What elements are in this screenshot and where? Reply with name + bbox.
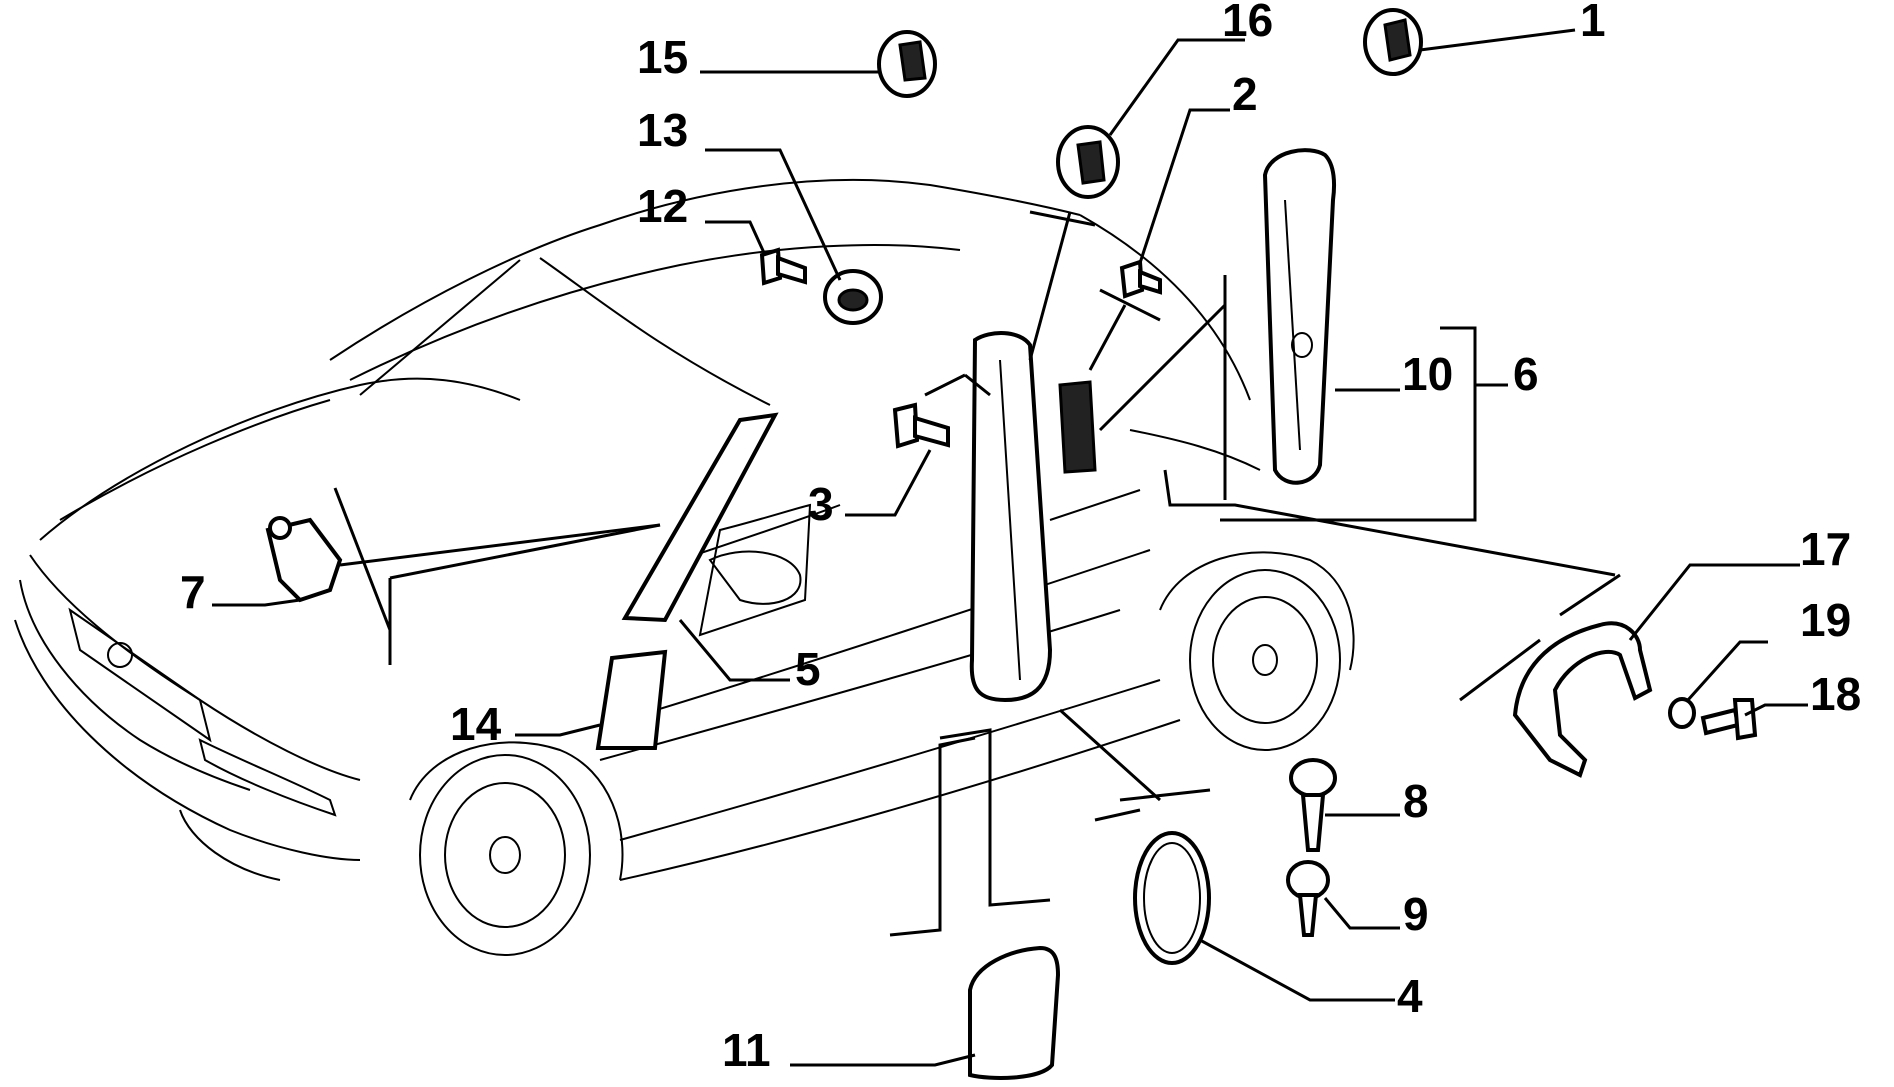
callout-8: 8 bbox=[1403, 775, 1429, 827]
part-18-bolt bbox=[1700, 698, 1758, 741]
part-16-cap bbox=[1056, 125, 1120, 199]
part-14-label bbox=[595, 649, 668, 750]
part-4-pad bbox=[1133, 831, 1211, 965]
callout-14: 14 bbox=[450, 698, 502, 750]
callout-1: 1 bbox=[1580, 0, 1606, 46]
callout-11: 11 bbox=[722, 1024, 771, 1076]
part-17-grab-handle bbox=[1512, 621, 1653, 778]
callout-16: 16 bbox=[1222, 0, 1273, 46]
part-1-cap bbox=[1363, 8, 1423, 76]
callout-15: 15 bbox=[637, 31, 688, 83]
part-3-screw bbox=[892, 402, 950, 449]
callout-13: 13 bbox=[637, 104, 688, 156]
callout-18: 18 bbox=[1810, 668, 1861, 720]
callout-17: 17 bbox=[1800, 523, 1851, 575]
car-outline bbox=[14, 178, 1355, 956]
part-15-cap bbox=[877, 30, 937, 98]
part-19-washer bbox=[1668, 697, 1696, 729]
part-7-bracket bbox=[265, 516, 343, 603]
part-5-a-pillar bbox=[621, 412, 779, 623]
callout-9: 9 bbox=[1403, 888, 1429, 940]
leader-lines bbox=[212, 28, 1808, 1067]
callout-labels: 1 15 16 2 13 12 3 10 6 7 5 14 17 19 18 8… bbox=[180, 0, 1861, 1076]
part-6-b-pillar bbox=[969, 331, 1097, 703]
callout-3: 3 bbox=[808, 478, 834, 530]
part-8-push-clip bbox=[1289, 758, 1337, 852]
part-9-screw bbox=[1286, 860, 1330, 937]
part-12-screw bbox=[759, 247, 807, 286]
part-11-cover bbox=[968, 945, 1061, 1080]
part-2-screw bbox=[1119, 259, 1162, 299]
callout-19: 19 bbox=[1800, 594, 1851, 646]
callout-6: 6 bbox=[1513, 348, 1539, 400]
callout-5: 5 bbox=[795, 643, 821, 695]
callout-4: 4 bbox=[1397, 970, 1423, 1022]
callout-12: 12 bbox=[637, 180, 688, 232]
callout-10: 10 bbox=[1402, 348, 1453, 400]
callout-2: 2 bbox=[1232, 68, 1258, 120]
part-10-panel bbox=[1262, 148, 1336, 485]
callout-7: 7 bbox=[180, 566, 206, 618]
part-13-clip bbox=[823, 269, 883, 325]
